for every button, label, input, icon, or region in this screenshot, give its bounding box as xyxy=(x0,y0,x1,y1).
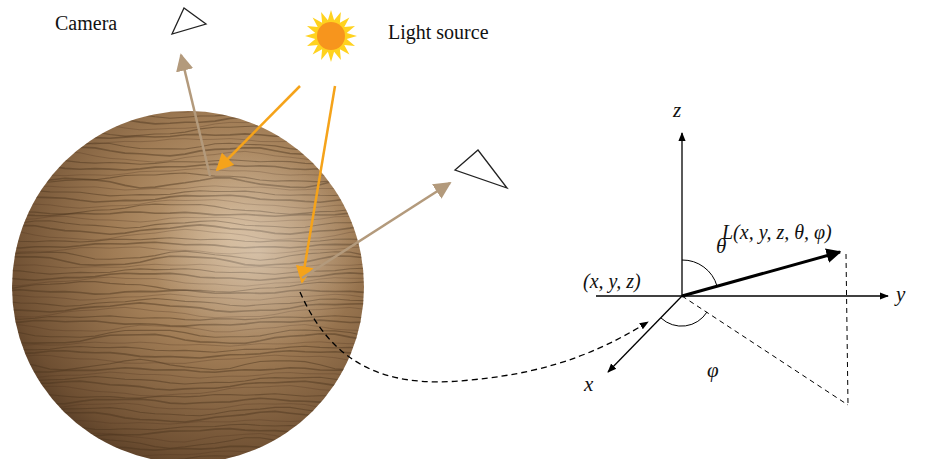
camera-icon xyxy=(455,150,507,188)
axis-label: y xyxy=(896,284,905,305)
axis-label: x xyxy=(584,374,593,395)
zoom-curve xyxy=(300,292,648,382)
theta-arc xyxy=(682,260,717,286)
y-axis xyxy=(596,295,888,296)
radiance-label: L(x, y, z, θ, φ) xyxy=(722,222,832,242)
camera-label: Camera xyxy=(55,13,117,33)
view-ray xyxy=(181,55,210,176)
point-label: (x, y, z) xyxy=(583,271,641,291)
axis-label: z xyxy=(673,100,681,121)
view-ray xyxy=(302,183,450,278)
wood-sphere xyxy=(5,108,365,459)
light-ray xyxy=(302,86,335,282)
radiance-vector xyxy=(682,252,840,296)
angle-label: φ xyxy=(707,360,719,381)
projection-line xyxy=(846,254,848,405)
x-axis xyxy=(608,296,682,372)
light-source-label: Light source xyxy=(388,22,489,42)
phi-arc xyxy=(661,312,707,326)
light-ray xyxy=(217,86,300,170)
z-axis xyxy=(681,133,682,296)
sun-icon xyxy=(305,10,357,62)
camera-icon xyxy=(172,8,206,34)
